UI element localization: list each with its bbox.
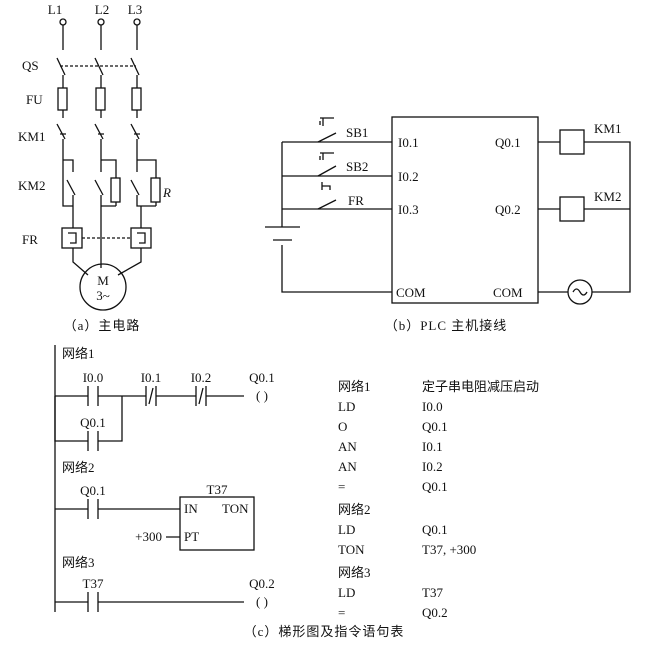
stl-network-1-title: 网络1 (338, 379, 371, 394)
motor-name: M (97, 273, 109, 288)
ladder-coil-q01: ( ) (256, 388, 268, 403)
battery-symbol (265, 226, 300, 241)
ladder-contact-i01: I0.1 (141, 370, 162, 385)
stl-instruction: LD (338, 399, 355, 414)
fu-label: FU (26, 92, 43, 107)
timer-name: T37 (207, 482, 228, 497)
stl-instruction: TON (338, 542, 365, 557)
stl-instruction: = (338, 479, 345, 494)
stl-operand: Q0.1 (422, 522, 448, 537)
stl-operand: Q0.1 (422, 419, 448, 434)
ac-source-symbol (567, 279, 593, 305)
caption-b: （b）PLC 主机接线 (385, 318, 508, 333)
km1-label: KM1 (18, 129, 45, 144)
ladder-coil-q02-label: Q0.2 (249, 576, 275, 591)
stl-network-3-title: 网络3 (338, 565, 371, 580)
stl-instruction: O (338, 419, 347, 434)
stl-network-1-comment: 定子串电阻减压启动 (422, 379, 539, 394)
stl-operand: I0.2 (422, 459, 443, 474)
stl-network-2-title: 网络2 (338, 502, 371, 517)
input-i03: I0.3 (398, 202, 419, 217)
coil-km2 (559, 196, 585, 222)
stl-operand: Q0.1 (422, 479, 448, 494)
timer-type: TON (222, 501, 249, 516)
terminal-l1 (59, 18, 67, 26)
main-circuit: L1 L2 L3 (18, 2, 171, 333)
ladder-network-2-title: 网络2 (62, 460, 95, 475)
stl-operand: I0.1 (422, 439, 443, 454)
phase-label-l2: L2 (95, 2, 109, 17)
stl-instruction: LD (338, 585, 355, 600)
com-left-label: COM (396, 285, 426, 300)
terminal-l3 (133, 18, 141, 26)
ladder-network-1-title: 网络1 (62, 346, 95, 361)
ladder-coil-q02: ( ) (256, 594, 268, 609)
caption-c: （c）梯形图及指令语句表 (244, 624, 405, 639)
resistor-label: R (162, 185, 171, 200)
coil-km1 (559, 129, 585, 155)
input-i01: I0.1 (398, 135, 419, 150)
stl-instruction: AN (338, 459, 357, 474)
motor-type: 3~ (96, 288, 110, 303)
output-q01: Q0.1 (495, 135, 521, 150)
ladder-contact-q01: Q0.1 (80, 483, 106, 498)
stl-operand: T37 (422, 585, 443, 600)
ladder-network-3-title: 网络3 (62, 555, 95, 570)
stl-instruction: LD (338, 522, 355, 537)
plc-wiring: SB1 SB2 FR I0.1 I0.2 I0.3 COM Q0.1 Q0.2 … (265, 116, 631, 333)
sb2-label: SB2 (346, 159, 368, 174)
stl-operand: Q0.2 (422, 605, 448, 620)
input-i02: I0.2 (398, 169, 419, 184)
ladder-contact-t37: T37 (83, 576, 104, 591)
ladder-coil-q01-label: Q0.1 (249, 370, 275, 385)
timer-pt-label: PT (184, 529, 199, 544)
caption-a: （a）主电路 (64, 318, 141, 333)
motor-symbol (79, 263, 127, 311)
sb1-label: SB1 (346, 125, 368, 140)
stl-operand: T37, +300 (422, 542, 476, 557)
fr-label: FR (22, 232, 38, 247)
timer-in-label: IN (184, 501, 198, 516)
ladder-contact-i00: I0.0 (83, 370, 104, 385)
stl-instruction: = (338, 605, 345, 620)
stl-instruction: AN (338, 439, 357, 454)
plc-box (391, 116, 539, 304)
statement-list: 网络1 定子串电阻减压启动 LD I0.0 O Q0.1 AN I0.1 AN … (338, 379, 539, 620)
fr-contact-label: FR (348, 193, 364, 208)
km2-coil-label: KM2 (594, 189, 621, 204)
terminal-l2 (97, 18, 105, 26)
timer-preset: +300 (135, 529, 162, 544)
com-right-label: COM (493, 285, 523, 300)
ladder-diagram: 网络1 I0.0 I0.1 I0.2 Q0.1 ( ) Q0.1 网络2 Q0.… (54, 345, 405, 639)
km1-coil-label: KM1 (594, 121, 621, 136)
ladder-branch-q01: Q0.1 (80, 415, 106, 430)
ton-timer-box (179, 496, 255, 551)
qs-label: QS (22, 58, 39, 73)
output-q02: Q0.2 (495, 202, 521, 217)
ladder-contact-i02: I0.2 (191, 370, 212, 385)
stl-operand: I0.0 (422, 399, 443, 414)
km2-label: KM2 (18, 178, 45, 193)
phase-label-l3: L3 (128, 2, 142, 17)
phase-label-l1: L1 (48, 2, 62, 17)
phase-wires (56, 18, 161, 276)
